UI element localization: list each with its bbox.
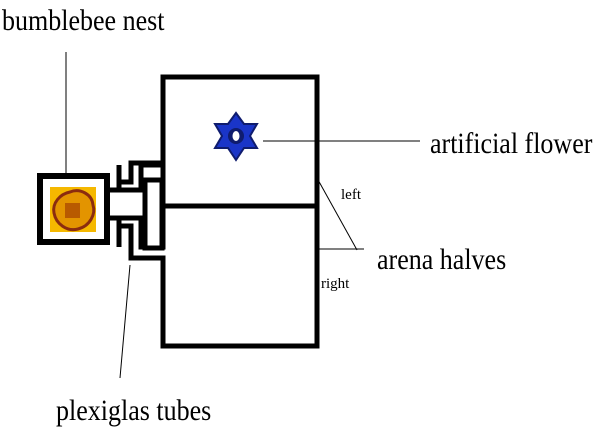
flower-label: artificial flower [430, 126, 593, 161]
arena-halves-label: arena halves [377, 242, 507, 277]
leader-tubes [119, 264, 131, 379]
plexiglas-insert [142, 177, 165, 251]
leader-left [316, 177, 358, 251]
nest-label: bumblebee nest [2, 3, 165, 38]
nest-icon [50, 187, 96, 232]
tubes-label: plexiglas tubes [56, 393, 212, 428]
left-half-label: left [341, 187, 361, 203]
right-half-label: right [321, 276, 350, 292]
star-icon [213, 111, 259, 162]
